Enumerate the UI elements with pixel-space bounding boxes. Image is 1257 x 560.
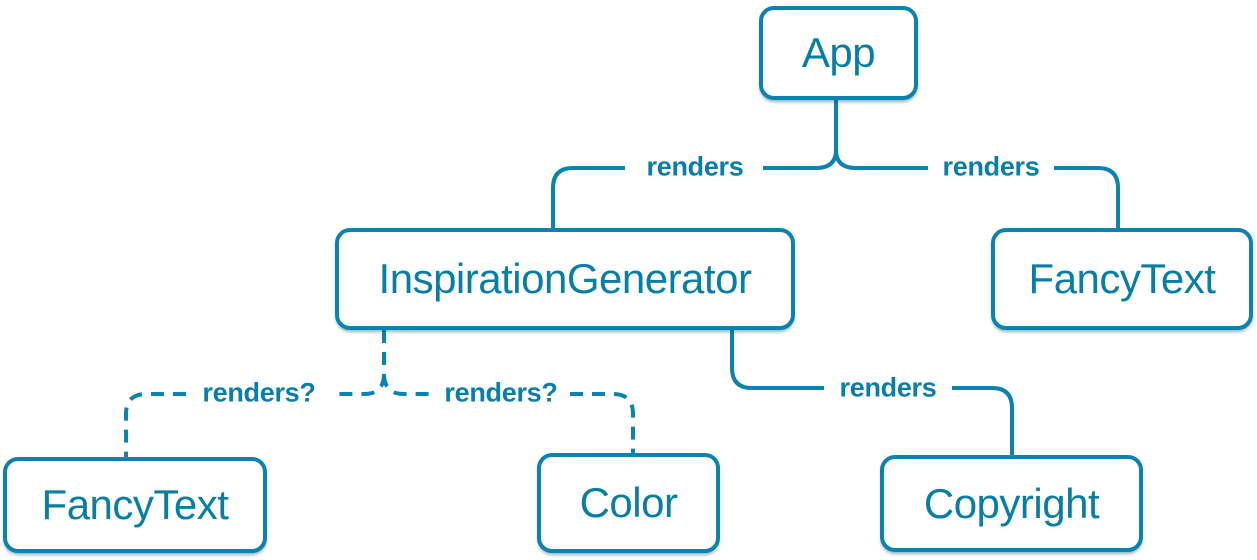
- node-app: App: [759, 6, 918, 100]
- connector-app-to-fancytext: [834, 149, 1120, 228]
- node-fancy-text-bottom-label: FancyText: [41, 481, 229, 528]
- node-fancy-text-bottom: FancyText: [3, 457, 267, 553]
- node-inspiration-generator-label: InspirationGenerator: [378, 255, 752, 302]
- edge-label-renders-app-inspiration: renders: [643, 153, 747, 181]
- edge-label-renders-inspiration-color: renders?: [441, 379, 561, 407]
- edge-label-renders-inspiration-fancytext: renders?: [199, 379, 319, 407]
- node-app-label: App: [801, 29, 876, 76]
- node-fancy-text-top-label: FancyText: [1028, 255, 1216, 302]
- node-copyright: Copyright: [880, 455, 1143, 552]
- node-inspiration-generator: InspirationGenerator: [335, 228, 795, 330]
- node-fancy-text-top: FancyText: [991, 228, 1253, 330]
- node-color: Color: [537, 453, 720, 553]
- connector-inspiration-to-color: [382, 373, 635, 453]
- connector-inspiration-to-copyright: [730, 330, 1014, 455]
- node-copyright-label: Copyright: [923, 479, 1100, 527]
- edge-label-renders-app-fancytext: renders: [939, 153, 1043, 181]
- node-color-label: Color: [579, 479, 678, 526]
- edge-label-renders-inspiration-copyright: renders: [836, 374, 940, 402]
